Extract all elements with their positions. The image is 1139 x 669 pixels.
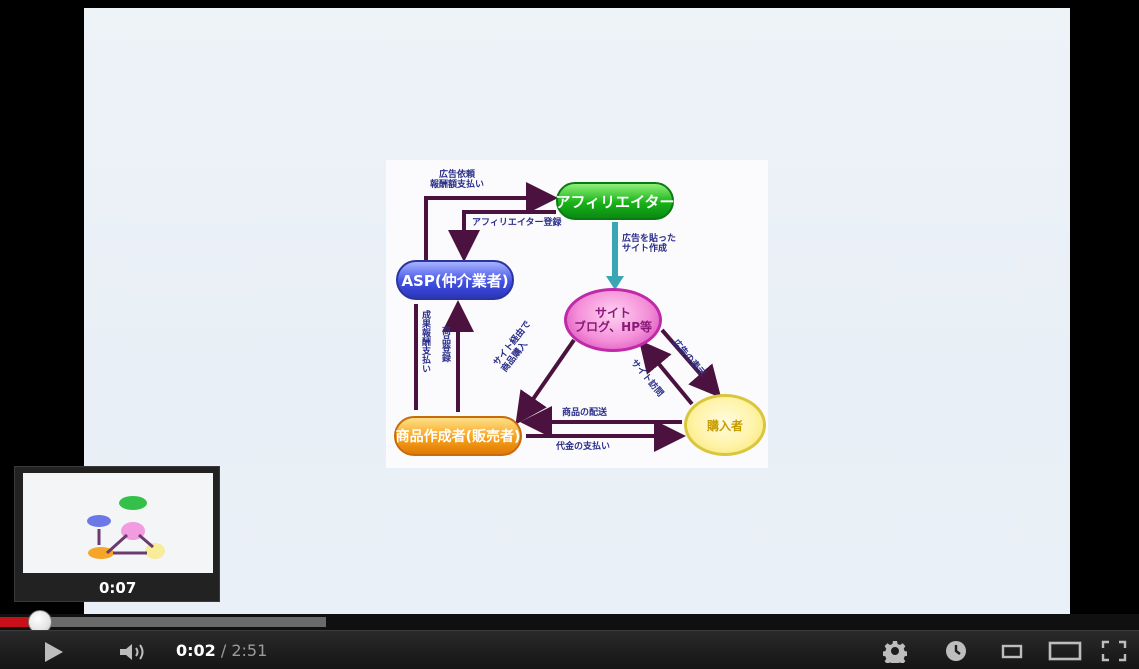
large-player-icon xyxy=(1048,641,1082,661)
arrow-affiliator-to-site-head xyxy=(606,276,624,290)
gear-icon xyxy=(883,641,907,663)
label-delivery: 商品の配送 xyxy=(562,408,608,418)
diagram-arrows xyxy=(414,182,722,452)
time-current: 0:02 xyxy=(176,641,216,660)
progress-loaded xyxy=(0,617,326,627)
fullscreen-icon xyxy=(1101,640,1127,662)
arrow-site-to-maker xyxy=(515,338,576,425)
arrow-buyer-to-site xyxy=(638,339,694,406)
seek-preview-time: 0:07 xyxy=(99,579,137,597)
progress-played xyxy=(0,617,40,627)
large-player-button[interactable] xyxy=(1042,636,1088,666)
time-duration: 2:51 xyxy=(231,641,268,660)
seek-preview-tooltip: 0:07 xyxy=(14,466,220,602)
volume-icon xyxy=(120,644,144,660)
node-buyer: 購入者 xyxy=(684,394,766,456)
node-affiliator: アフィリエイター xyxy=(555,182,675,220)
arrow-asp-to-affiliator xyxy=(424,182,558,260)
control-bar: 0:02 / 2:51 xyxy=(0,630,1139,669)
thumbnail-diagram xyxy=(23,473,213,573)
video-frame[interactable]: 広告依頼 報酬額支払い アフィリエイター登録 広告を貼った サイト作成 成果報酬… xyxy=(84,8,1070,614)
small-player-icon xyxy=(1001,644,1023,659)
label-product-register: 商品登録 xyxy=(440,326,450,362)
clock-icon xyxy=(946,641,966,661)
watch-later-button[interactable] xyxy=(936,636,976,666)
node-asp: ASP(仲介業者) xyxy=(396,260,514,300)
slide-diagram: 広告依頼 報酬額支払い アフィリエイター登録 広告を貼った サイト作成 成果報酬… xyxy=(386,160,768,468)
label-reward-payment: 成果報酬支払い xyxy=(420,310,430,373)
seek-preview-thumbnail xyxy=(23,473,213,573)
arrow-affiliator-register xyxy=(448,210,556,262)
small-player-button[interactable] xyxy=(990,636,1034,666)
play-button[interactable] xyxy=(30,637,76,667)
volume-button[interactable] xyxy=(110,637,156,667)
time-separator: / xyxy=(215,641,232,660)
play-icon xyxy=(45,642,63,662)
label-site-create: 広告を貼った サイト作成 xyxy=(622,234,677,254)
label-payment: 代金の支払い xyxy=(556,442,611,452)
node-maker: 商品作成者(販売者) xyxy=(394,416,522,456)
video-area[interactable]: 広告依頼 報酬額支払い アフィリエイター登録 広告を貼った サイト作成 成果報酬… xyxy=(0,0,1139,614)
fullscreen-button[interactable] xyxy=(1094,636,1134,666)
node-site: サイト ブログ、HP等 xyxy=(564,288,662,352)
label-request-ads: 広告依頼 報酬額支払い xyxy=(430,170,485,190)
node-site-label: サイト ブログ、HP等 xyxy=(574,306,652,334)
time-display: 0:02 / 2:51 xyxy=(176,641,267,660)
label-affiliate-register: アフィリエイター登録 xyxy=(472,218,562,228)
settings-button[interactable] xyxy=(872,636,918,666)
